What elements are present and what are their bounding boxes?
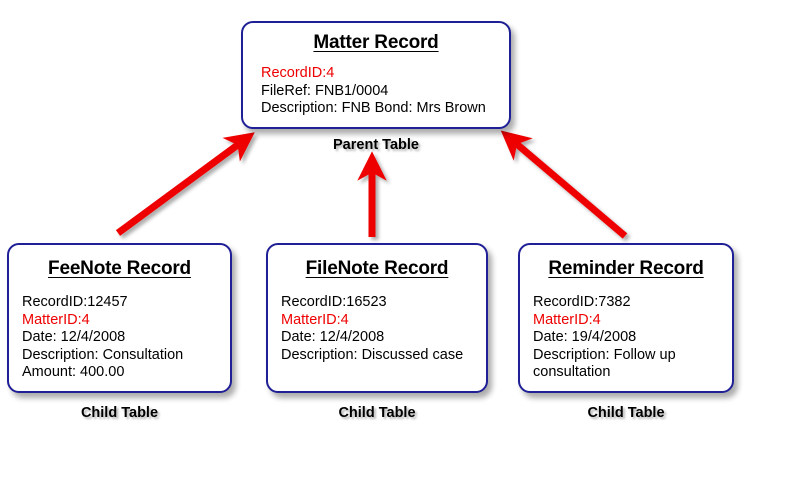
field-description: Description: FNB Bond: Mrs Brown: [261, 100, 486, 116]
field-matterid: MatterID:4: [281, 311, 349, 328]
field-date: Date: 12/4/2008: [22, 329, 126, 345]
field-recordid: RecordID:4: [261, 65, 335, 81]
child-table-caption-2: Child Table: [338, 405, 416, 421]
field-date: Date: 19/4/2008: [533, 329, 637, 345]
field-date: Date: 12/4/2008: [281, 329, 385, 345]
field-recordid: RecordID:12457: [22, 294, 128, 310]
matter-record-box[interactable]: Matter Record RecordID:4 FileRef: FNB1/0…: [241, 21, 511, 129]
child-table-caption-1: Child Table: [80, 405, 159, 421]
field-fileref: FileRef: FNB1/0004: [261, 82, 389, 99]
field-description: Description: Follow up consultation: [533, 346, 676, 381]
field-description: Description: Discussed case: [281, 346, 464, 363]
field-matterid: MatterID:4: [22, 311, 90, 328]
child-table-caption-3: Child Table: [587, 405, 665, 421]
filenote-record-box[interactable]: FileNote Record RecordID:16523 MatterID:…: [266, 243, 488, 393]
matter-record-title: Matter Record: [313, 32, 439, 53]
reminder-record-title: Reminder Record: [548, 258, 704, 279]
feenote-record-fields: RecordID:12457 MatterID:4 Date: 12/4/200…: [22, 294, 222, 382]
matter-record-fields: RecordID:4 FileRef: FNB1/0004 Descriptio…: [261, 65, 509, 118]
field-matterid: MatterID:4: [533, 311, 601, 328]
field-recordid: RecordID:16523: [281, 294, 387, 310]
arrow-reminder-to-matter: [500, 130, 628, 239]
field-amount: Amount: 400.00: [22, 364, 125, 380]
arrow-feenote-to-matter: [115, 132, 255, 236]
filenote-record-fields: RecordID:16523 MatterID:4 Date: 12/4/200…: [281, 294, 478, 364]
parent-table-caption: Parent Table: [333, 137, 419, 153]
reminder-record-fields: RecordID:7382 MatterID:4 Date: 19/4/2008…: [533, 294, 724, 382]
reminder-record-box[interactable]: Reminder Record RecordID:7382 MatterID:4…: [518, 243, 734, 393]
field-recordid: RecordID:7382: [533, 294, 631, 310]
feenote-record-box[interactable]: FeeNote Record RecordID:12457 MatterID:4…: [7, 243, 232, 393]
filenote-record-title: FileNote Record: [305, 258, 449, 279]
feenote-record-title: FeeNote Record: [48, 258, 191, 279]
field-description: Description: Consultation: [22, 346, 184, 363]
